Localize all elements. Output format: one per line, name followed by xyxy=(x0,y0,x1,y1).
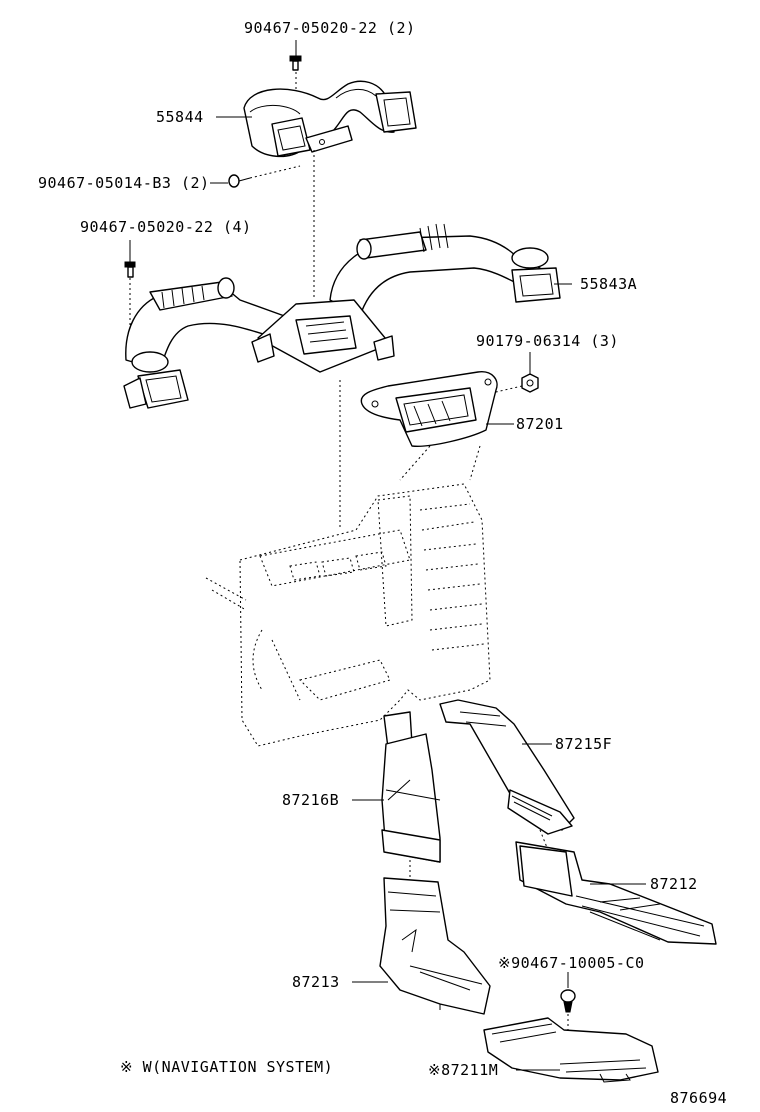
duct-87211m-shape xyxy=(483,1017,659,1083)
clip-90467-10005-icon xyxy=(560,972,576,1048)
bolt-left-icon xyxy=(124,240,136,330)
duct-87215f-shape xyxy=(439,699,575,851)
screw-b3-icon xyxy=(210,165,301,188)
nut-90179-icon xyxy=(495,352,539,393)
label-clip-90467-10005: ※90467-10005-C0 xyxy=(498,954,645,972)
duct-87212-shape xyxy=(515,841,717,945)
label-87215f: 87215F xyxy=(555,735,613,753)
duct-87216b-shape xyxy=(381,711,441,880)
label-87211m: ※87211M xyxy=(428,1061,499,1079)
label-87213: 87213 xyxy=(292,973,340,991)
label-55844: 55844 xyxy=(156,108,204,126)
duct-55843a-shape xyxy=(123,223,561,409)
label-55843a: 55843A xyxy=(580,275,638,293)
heater-unit-shape xyxy=(205,483,491,747)
bolt-top-icon xyxy=(289,40,302,100)
legend-note: ※ W(NAVIGATION SYSTEM) xyxy=(120,1058,334,1076)
diagram-number: 876694 xyxy=(670,1089,728,1107)
label-87212: 87212 xyxy=(650,875,698,893)
label-nut-90179: 90179-06314 (3) xyxy=(476,332,619,350)
label-bolt-left: 90467-05020-22 (4) xyxy=(80,218,252,236)
label-bolt-top: 90467-05020-22 (2) xyxy=(244,19,416,37)
duct-87213-shape xyxy=(379,877,491,1015)
duct-87201-shape xyxy=(360,371,498,447)
duct-55844-shape xyxy=(243,80,417,157)
label-87216b: 87216B xyxy=(282,791,340,809)
label-87201: 87201 xyxy=(516,415,564,433)
label-screw-b3: 90467-05014-B3 (2) xyxy=(38,174,210,192)
